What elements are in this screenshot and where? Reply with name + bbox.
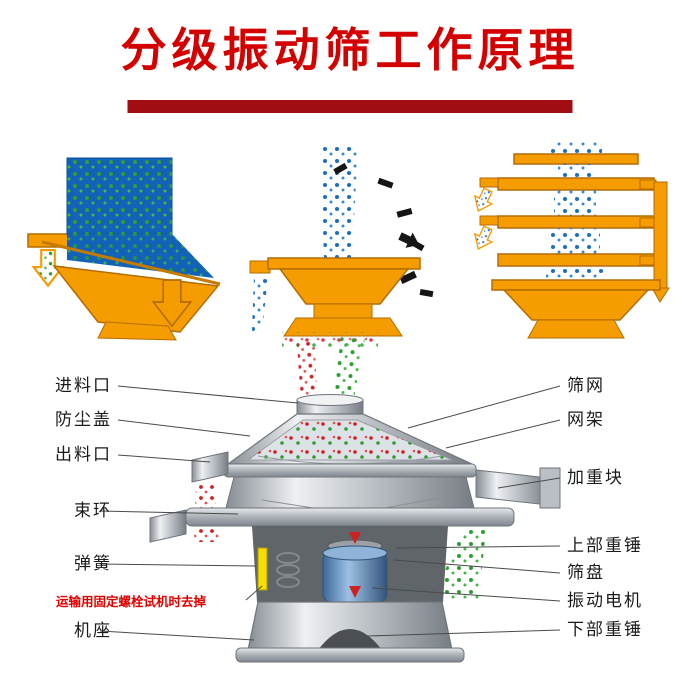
label-weight-block: 加重块 [567, 468, 624, 487]
vibration-arrow-icon [349, 532, 361, 544]
oversize-particle [419, 289, 434, 298]
clamp-ring [185, 507, 515, 527]
flow-particles [67, 234, 214, 278]
motor-top [322, 545, 388, 561]
page-title: 分级振动筛工作原理 [120, 24, 580, 76]
label-motor: 振动电机 [567, 591, 643, 610]
leader-mesh-frame [445, 419, 561, 449]
label-base: 机座 [74, 621, 112, 640]
machine-funnel [52, 265, 220, 333]
right-downpipe [653, 181, 668, 289]
principle-diagram-multi-deck [469, 142, 670, 339]
oversize-particle [377, 177, 394, 189]
left-discharge-arrow-icon [469, 223, 498, 254]
leader-base [99, 630, 255, 641]
screen-body [225, 476, 475, 509]
falling-feed-column [320, 146, 358, 258]
pedestal [97, 321, 177, 341]
leader-sieve-tray [393, 559, 561, 574]
label-mesh-frame: 网架 [567, 410, 605, 429]
deck-2 [497, 215, 655, 229]
inclined-screen-deck [41, 240, 221, 286]
label-upper-weight: 上部重锤 [567, 536, 643, 555]
label-spring: 弹簧 [74, 554, 112, 573]
spring-coil [276, 552, 300, 564]
green-particle-stream [333, 337, 365, 405]
vibration-arrow-icon [349, 586, 361, 598]
bottom-flange [491, 279, 661, 291]
principle-diagram-single-deck [27, 157, 221, 341]
machine-bowl [278, 268, 410, 305]
leader-weight-block [497, 477, 561, 489]
pedestal [283, 317, 403, 337]
label-sieve-tray: 筛盘 [567, 563, 605, 582]
particle-stream [550, 228, 600, 254]
lower-left-arm [149, 509, 187, 543]
screen-flange [267, 257, 421, 270]
weight-block [539, 467, 561, 509]
label-feed-inlet: 进料口 [55, 376, 112, 395]
base-opening [318, 629, 382, 650]
main-machine-cutaway [149, 332, 561, 663]
label-dust-cover: 防尘盖 [55, 410, 112, 429]
upper-flange-ring [223, 463, 477, 478]
pedestal [527, 319, 625, 339]
feed-particles [67, 158, 172, 234]
particle-stream [558, 164, 592, 180]
red-particle-stream [296, 341, 318, 403]
label-discharge: 出料口 [55, 445, 112, 464]
title-underline [127, 100, 573, 113]
leader-feed-inlet [117, 385, 299, 404]
left-elbow [479, 215, 499, 226]
transport-bolt [257, 547, 268, 591]
label-screen-mesh: 筛网 [567, 376, 605, 395]
feed-inlet-rim [296, 394, 364, 406]
undersize-falling-particles [252, 276, 268, 332]
oversize-particle [396, 208, 413, 218]
deck-1 [497, 177, 655, 191]
oversize-particle [333, 162, 348, 175]
machine-bowl [502, 289, 650, 321]
leader-upper-weight [395, 545, 561, 549]
leader-dust-cover [117, 419, 251, 437]
label-lower-weight: 下部重锤 [567, 620, 643, 639]
leader-lines [99, 385, 561, 641]
label-clamp-ring: 束环 [74, 501, 112, 520]
principle-diagram-feed-column [249, 146, 434, 337]
oversize-particle [399, 270, 417, 285]
screened-particles [248, 420, 452, 460]
leader-clamp-ring [99, 510, 239, 515]
leader-spring [99, 563, 257, 567]
leader-motor [371, 587, 561, 602]
leader-discharge [117, 454, 211, 463]
green-falling-particles [434, 512, 488, 602]
spring-coil [276, 576, 300, 588]
left-discharge-arrow-icon [469, 185, 498, 216]
left-spout [249, 260, 271, 274]
deck-3 [497, 253, 655, 267]
feed-particles [550, 142, 602, 154]
machine-neck [313, 303, 373, 319]
base-flange [235, 647, 465, 663]
spring-coil [276, 564, 300, 576]
particle-stream [554, 190, 596, 216]
weight-arm [475, 469, 549, 506]
discharge-spout [191, 451, 229, 483]
leader-note [245, 585, 263, 601]
left-elbow [479, 177, 499, 188]
top-lid [513, 153, 639, 165]
label-transport-bolt-note: 运输用固定螺栓试机时去掉 [56, 595, 207, 609]
leader-lower-weight [367, 629, 561, 637]
leader-screen-mesh [407, 385, 561, 429]
